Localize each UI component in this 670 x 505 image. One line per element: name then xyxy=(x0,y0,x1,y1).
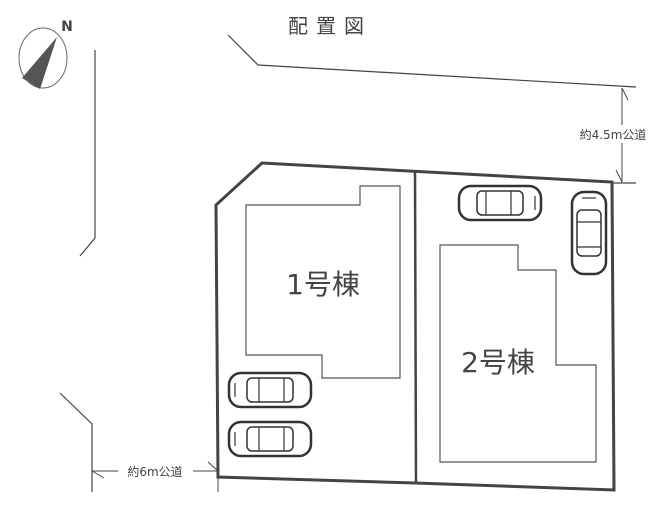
page-title: 配置図 xyxy=(288,14,372,38)
building-1-footprint xyxy=(245,185,401,379)
parking-car-icon xyxy=(457,184,543,222)
west-road-label: 約6m公道 xyxy=(127,464,182,479)
lot-divider xyxy=(413,171,418,484)
parking-car-icon xyxy=(227,420,313,458)
building-1-label: 1号棟 xyxy=(286,268,360,301)
north-arrow-icon: N xyxy=(18,19,73,89)
north-label: N xyxy=(61,19,73,35)
parking-car-icon xyxy=(227,371,313,409)
parking-car-icon xyxy=(570,190,608,276)
building-2-label: 2号棟 xyxy=(461,346,535,379)
road-lines xyxy=(59,34,637,492)
north-road-label: 約4.5m公道 xyxy=(580,127,647,142)
building-2-footprint xyxy=(439,244,597,463)
